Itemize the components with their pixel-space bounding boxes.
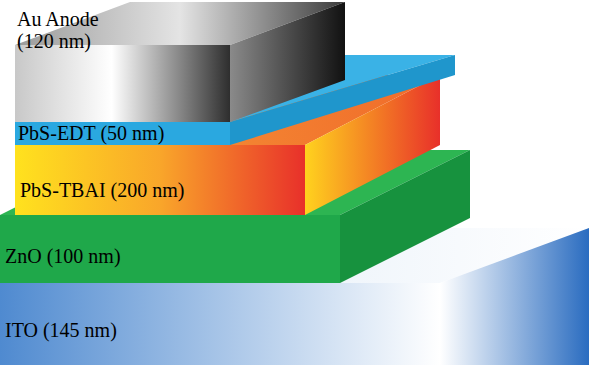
pbs-edt-layer: PbS-EDT (50 nm) xyxy=(15,122,230,145)
ito-front-face xyxy=(0,283,440,365)
zno-front-face xyxy=(0,215,340,283)
ito-layer: ITO (145 nm) xyxy=(0,283,440,365)
au-anode-layer: Au Anode (120 nm) xyxy=(15,8,230,122)
au-side-face xyxy=(230,2,345,122)
layer-label: ZnO (100 nm) xyxy=(5,245,121,267)
au-front-face xyxy=(15,45,230,122)
zno-layer: ZnO (100 nm) xyxy=(0,215,340,283)
pbs-tbai-layer: PbS-TBAI (200 nm) xyxy=(15,145,305,215)
layer-label: PbS-EDT (50 nm) xyxy=(18,122,164,144)
layer-label: PbS-TBAI (200 nm) xyxy=(20,179,184,201)
layer-label: Au Anode (120 nm) xyxy=(17,8,132,52)
ito-side-face xyxy=(440,228,589,365)
tbai-front-face xyxy=(15,145,305,215)
layer-label: ITO (145 nm) xyxy=(5,319,117,341)
edt-front-face xyxy=(15,122,230,145)
